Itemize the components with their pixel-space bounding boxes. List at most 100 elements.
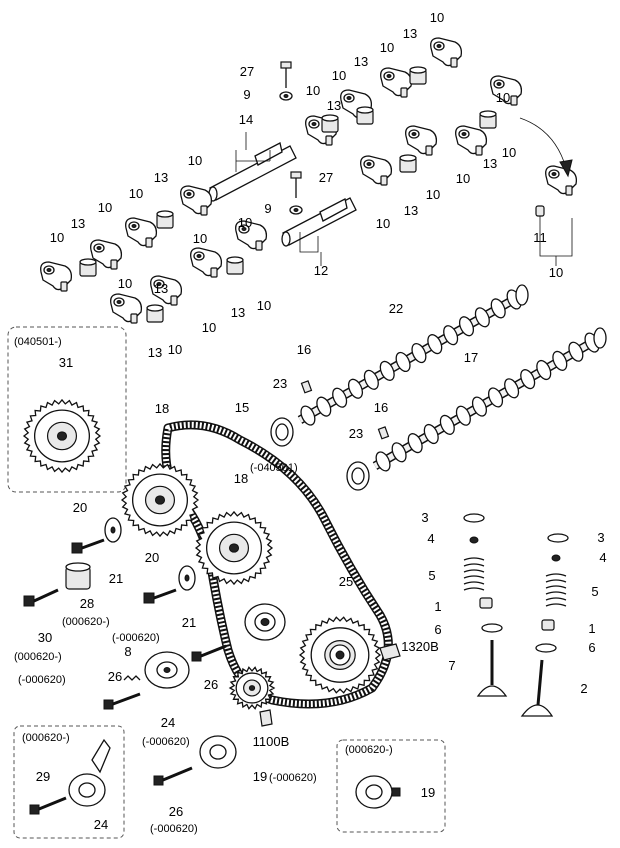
variant-note: (-000620) <box>150 823 198 835</box>
callout-label: 16 <box>297 342 311 357</box>
callout-label: 13 <box>71 216 85 231</box>
callout-label: 10 <box>129 186 143 201</box>
variant-note: (-000620) <box>142 736 190 748</box>
callout-label: 18 <box>234 471 248 486</box>
crank-sprocket <box>228 666 276 710</box>
callout-label: 13 <box>354 54 368 69</box>
callout-label: 1 <box>434 599 441 614</box>
callout-label: 21 <box>182 615 196 630</box>
callout-label: 21 <box>109 571 123 586</box>
camshaft <box>372 327 607 472</box>
rocker-arm <box>180 185 213 216</box>
callout-label: 10 <box>257 298 271 313</box>
rocker-arm <box>490 75 523 106</box>
spacer <box>156 210 174 229</box>
spacer <box>146 304 164 323</box>
bolt-29 <box>29 796 67 815</box>
cover-1100b <box>259 709 273 727</box>
callout-label: 10 <box>238 215 252 230</box>
callout-label: 13 <box>404 203 418 218</box>
rocker-arm <box>110 293 143 324</box>
callout-label: 10 <box>188 153 202 168</box>
callout-label: 6 <box>434 622 441 637</box>
detail-arrow <box>519 117 567 169</box>
callout-label: 10 <box>118 276 132 291</box>
callout-label: 9 <box>264 201 271 216</box>
variant-note: (000620-) <box>345 744 393 756</box>
callout-label: 6 <box>588 640 595 655</box>
rocker-arm <box>150 275 183 306</box>
callout-label: 16 <box>374 400 388 415</box>
rocker-arm <box>40 261 73 292</box>
spacer <box>399 154 417 173</box>
callout-label: 10 <box>502 145 516 160</box>
variant-note: (000620-) <box>62 616 110 628</box>
callout-label: 1100B <box>253 734 290 749</box>
rocker-arm <box>405 125 438 156</box>
callout-label: 26 <box>169 804 183 819</box>
variant-box-idler <box>336 739 446 833</box>
callout-label: 10 <box>168 342 182 357</box>
callout-label: 10 <box>202 320 216 335</box>
spacer <box>79 258 97 277</box>
variant-note: (000620-) <box>14 651 62 663</box>
tensioner-24 <box>144 651 190 689</box>
callout-label: 18 <box>155 401 169 416</box>
bolt-26-bottom <box>153 766 193 786</box>
callout-label: 4 <box>599 550 606 565</box>
spring-8 <box>123 675 141 681</box>
callout-label: 9 <box>243 87 250 102</box>
callout-layer: 1013101310131027914101310131010279121010… <box>14 10 607 835</box>
rocker-arm <box>125 217 158 248</box>
callout-label: 10 <box>98 200 112 215</box>
callout-label: 13 <box>231 305 245 320</box>
callout-label: 20 <box>145 550 159 565</box>
cam-sprocket-18-upper <box>120 462 200 538</box>
cam-sprocket-18-lower <box>194 510 274 586</box>
oil-seal-23-lower <box>346 461 370 491</box>
bolt-27-upper <box>279 61 293 101</box>
cam-sprocket-31 <box>22 398 102 474</box>
callout-label: 13 <box>403 26 417 41</box>
callout-label: 5 <box>428 568 435 583</box>
leader-11-10 <box>539 216 573 266</box>
camshaft <box>297 284 529 426</box>
camshaft-group <box>297 284 607 472</box>
rocker-arm <box>235 220 268 251</box>
variant-note: (-000620) <box>18 674 66 686</box>
bolt-20-upper <box>71 538 105 554</box>
callout-label: 10 <box>332 68 346 83</box>
spacer <box>356 106 374 125</box>
callout-label: 10 <box>306 83 320 98</box>
callout-label: 26 <box>204 677 218 692</box>
callout-label: 30 <box>38 630 52 645</box>
callout-label: 10 <box>380 40 394 55</box>
callout-label: 25 <box>339 574 353 589</box>
variant-box-tensioner <box>13 725 125 839</box>
callout-label: 22 <box>389 301 403 316</box>
idler-19 <box>199 735 237 769</box>
callout-label: 8 <box>124 644 131 659</box>
callout-label: 13 <box>327 98 341 113</box>
callout-label: 13 <box>154 170 168 185</box>
bolt-20-lower <box>143 588 177 604</box>
rocker-arm <box>360 155 393 186</box>
rocker-shaft-lower <box>281 197 357 247</box>
idler-pulley-25 <box>244 603 286 641</box>
bolt-27-lower <box>289 171 303 215</box>
callout-label: 3 <box>421 510 428 525</box>
callout-label: 17 <box>464 350 478 365</box>
spacer-group <box>79 66 497 323</box>
rocker-arm <box>545 165 578 196</box>
tensioner-24-new <box>68 738 111 807</box>
callout-label: 10 <box>50 230 64 245</box>
spacer <box>226 256 244 275</box>
callout-label: 10 <box>426 187 440 202</box>
callout-label: 10 <box>549 265 563 280</box>
bolt-26-right <box>191 644 227 662</box>
sprocket-group <box>22 398 382 710</box>
callout-label: 15 <box>235 400 249 415</box>
callout-label: 27 <box>319 170 333 185</box>
